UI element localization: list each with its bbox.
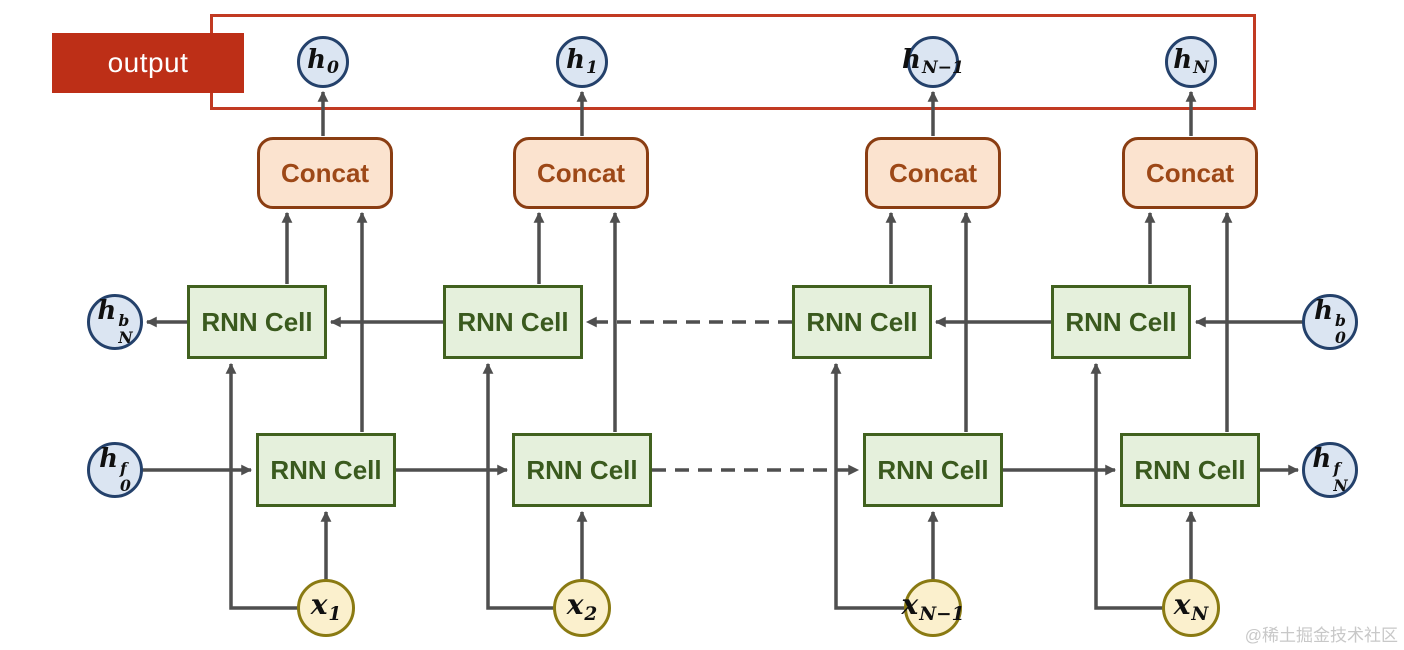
x2-label: x2 xyxy=(566,588,598,626)
backward-rnn-cell-2: RNN Cell xyxy=(443,285,583,359)
rnn-cell-label: RNN Cell xyxy=(270,454,382,485)
input-arrows xyxy=(225,362,1197,610)
x1-label: x1 xyxy=(310,588,342,626)
output-banner-label: output xyxy=(107,47,189,78)
concat-box-1: Concat xyxy=(257,137,393,209)
concat-box-4: Concat xyxy=(1122,137,1258,209)
hn-1-label: hN−1 xyxy=(902,44,964,78)
backward-rnn-cell-3: RNN Cell xyxy=(792,285,932,359)
concat-label: Concat xyxy=(280,157,370,188)
concat-label: Concat xyxy=(1145,157,1235,188)
hn-label: hN xyxy=(1173,44,1209,78)
output-arrows xyxy=(317,90,1197,136)
input-xn-circle: xN xyxy=(1162,579,1220,637)
h1-label: h1 xyxy=(566,44,598,78)
hidden-output-hn: hN xyxy=(1165,36,1217,88)
input-x1-circle: x1 xyxy=(297,579,355,637)
forward-rnn-cell-3: RNN Cell xyxy=(863,433,1003,507)
hidden-output-h0: h0 xyxy=(297,36,349,88)
concat-label: Concat xyxy=(536,157,626,188)
forward-rnn-cell-2: RNN Cell xyxy=(512,433,652,507)
watermark: @稀土掘金技术社区 xyxy=(1244,626,1398,645)
backward-rnn-cell-1: RNN Cell xyxy=(187,285,327,359)
backward-rnn-cell-4: RNN Cell xyxy=(1051,285,1191,359)
hidden-output-hn-1: hN−1 xyxy=(902,36,964,88)
output-banner: output xyxy=(52,33,244,93)
xn-label: xN xyxy=(1173,588,1209,626)
concat-box-2: Concat xyxy=(513,137,649,209)
rnn-cell-label: RNN Cell xyxy=(806,306,918,337)
xn-1-label: xN−1 xyxy=(901,588,965,626)
rnn-cell-label: RNN Cell xyxy=(1065,306,1177,337)
concat-label: Concat xyxy=(888,157,978,188)
h0-label: h0 xyxy=(307,44,339,78)
hidden-output-h1: h1 xyxy=(556,36,608,88)
rnn-cell-label: RNN Cell xyxy=(457,306,569,337)
rnn-cell-label: RNN Cell xyxy=(201,306,313,337)
forward-rnn-cell-4: RNN Cell xyxy=(1120,433,1260,507)
concat-box-3: Concat xyxy=(865,137,1001,209)
input-xn-1-circle: xN−1 xyxy=(901,579,965,637)
rnn-cell-label: RNN Cell xyxy=(877,454,989,485)
forward-rnn-cell-1: RNN Cell xyxy=(256,433,396,507)
rnn-cell-label: RNN Cell xyxy=(1134,454,1246,485)
rnn-cell-label: RNN Cell xyxy=(526,454,638,485)
input-x2-circle: x2 xyxy=(553,579,611,637)
